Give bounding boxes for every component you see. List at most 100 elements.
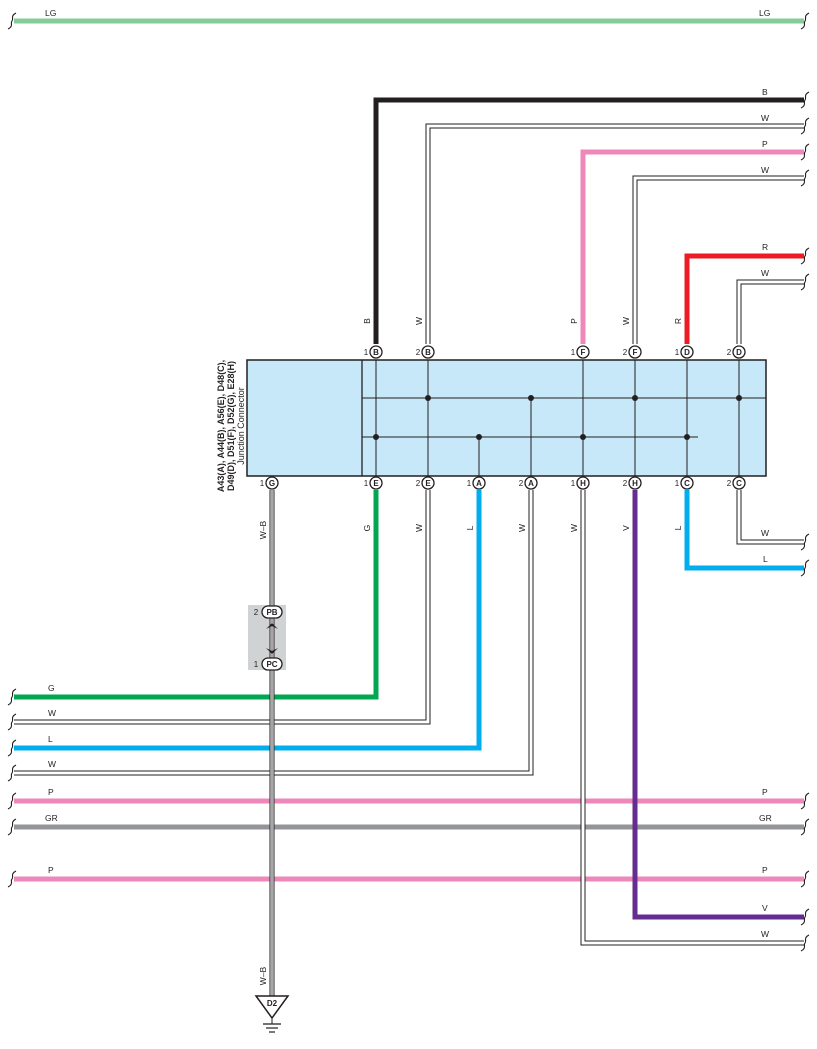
top-pin-1b: B1B (362, 318, 383, 359)
inline-connector-arrows (266, 623, 278, 654)
pin-letter: E (425, 479, 431, 488)
gr-label-right: GR (759, 813, 772, 823)
wire-lg: LG LG (7, 8, 810, 30)
pin-letter: B (373, 348, 379, 357)
top-pin-2d: D2 (727, 345, 746, 359)
pin-wire-label: R (673, 318, 683, 324)
pin-letter: B (425, 348, 431, 357)
pc-pin-letter: PC (266, 660, 277, 669)
bottom-pin-2a: A2W (517, 476, 538, 532)
l-label-right-c1: L (763, 554, 768, 564)
top-pin-1d: D1 R (673, 318, 694, 359)
connector-title: A43(A), A44(B), A56(E), D48(C), (216, 360, 226, 492)
pin-letter: F (633, 348, 638, 357)
connector-title-2: D49(D), D51(F), D52(G), E28(H) (226, 361, 236, 491)
ground-triangle (254, 995, 290, 1020)
pin-letter: H (632, 479, 638, 488)
pin-letter: D (684, 348, 690, 357)
pin-letter: A (476, 479, 482, 488)
wire-w-left-e2: W (7, 490, 431, 731)
top-pin-1f: F1 P (569, 318, 590, 359)
pin-letter: E (373, 479, 379, 488)
wire-w-top-2: W (632, 165, 810, 344)
pin-wire-label: W (517, 524, 527, 532)
connector-junction-dots (373, 395, 742, 440)
pin-number: 2 (519, 479, 524, 488)
bottom-pin-2e: E2W (414, 476, 435, 532)
pin-wire-label: V (621, 525, 631, 531)
bottom-pin-1h: H1W (569, 476, 590, 532)
pb-pin-letter: PB (266, 608, 277, 617)
wire-r-top: R (684, 242, 810, 344)
bottom-pin-1a: A1L (465, 476, 486, 530)
pin-number: 2 (623, 348, 628, 357)
wb-label-lower: W–B (258, 966, 268, 985)
pin-number: 1 (364, 348, 369, 357)
pin-wire-label: W (621, 317, 631, 325)
top-pin-2f: F2 W (621, 317, 642, 359)
wire-w-right-c2: W (736, 490, 810, 551)
junction-connector: A43(A), A44(B), A56(E), D48(C), D49(D), … (216, 359, 767, 492)
pin-number: 2 (416, 348, 421, 357)
connector-body (246, 359, 767, 477)
pin-wire-label: P (569, 318, 579, 324)
pin-letter: C (684, 479, 690, 488)
pin-wire-label: B (362, 318, 372, 324)
pin-number: 2 (727, 348, 732, 357)
pin-number: 2 (727, 479, 732, 488)
wire-wb-ground: PB 2 PC 1 W–B W–B (248, 490, 286, 996)
pin-number: 1 (364, 479, 369, 488)
wire-p-mid: P P (7, 787, 810, 810)
ground-label: D2 (267, 999, 278, 1008)
wire-l-right-c1: L (684, 490, 810, 577)
lg-label-left: LG (45, 8, 56, 18)
v-label-right: V (762, 903, 768, 913)
pin-number: 1 (571, 348, 576, 357)
pin-wire-label: L (465, 525, 475, 530)
bottom-pin-2h: H2V (621, 476, 642, 531)
wire-w-right-h1: W (580, 490, 810, 952)
p-label-right-top: P (762, 139, 768, 149)
w-label-left-e2: W (48, 708, 56, 718)
w-label-left-a2: W (48, 759, 56, 769)
r-label-right: R (762, 242, 768, 252)
wb-label-upper: W–B (258, 520, 268, 539)
wire-w-top-1: W (425, 113, 810, 344)
pin-number: 1 (467, 479, 472, 488)
pin-number: 2 (416, 479, 421, 488)
pin-letter: A (528, 479, 534, 488)
p-mid-label-right: P (762, 787, 768, 797)
top-pin-2b: B2W (414, 317, 435, 359)
pin-letter: H (580, 479, 586, 488)
pin-letter: D (736, 348, 742, 357)
wire-w-left-a2: W (7, 490, 534, 782)
pb-pin-num: 2 (254, 608, 259, 617)
pin-number: 1 (675, 479, 680, 488)
wire-g-left: G (7, 490, 379, 706)
w-label-right-2: W (761, 165, 769, 175)
w-label-right-h1: W (761, 929, 769, 939)
wire-w-top-3: W (736, 268, 810, 344)
pin-number: 1 (675, 348, 680, 357)
w-label-right-1: W (761, 113, 769, 123)
wire-p-top: P (580, 139, 810, 344)
pin-wire-label: L (673, 525, 683, 530)
pin-wire-label: W (414, 524, 424, 532)
g-label-left: G (48, 683, 55, 693)
bottom-pin-2c: C2 (727, 476, 746, 490)
w-label-right-3: W (761, 268, 769, 278)
b-label-right: B (762, 87, 768, 97)
w-label-right-c2: W (761, 528, 769, 538)
wire-v-right: V (632, 490, 810, 926)
p-mid-label-left: P (48, 787, 54, 797)
inline-connector-pc: PC 1 (254, 657, 283, 671)
pin-letter: F (581, 348, 586, 357)
bottom-pin-1g: G1 (260, 476, 279, 490)
bottom-pin-1c: C1L (673, 476, 694, 530)
pc-pin-num: 1 (254, 660, 259, 669)
wire-l-left-a1: L (7, 490, 482, 757)
ground-d2: D2 (254, 995, 290, 1033)
l-label-left-a1: L (48, 734, 53, 744)
